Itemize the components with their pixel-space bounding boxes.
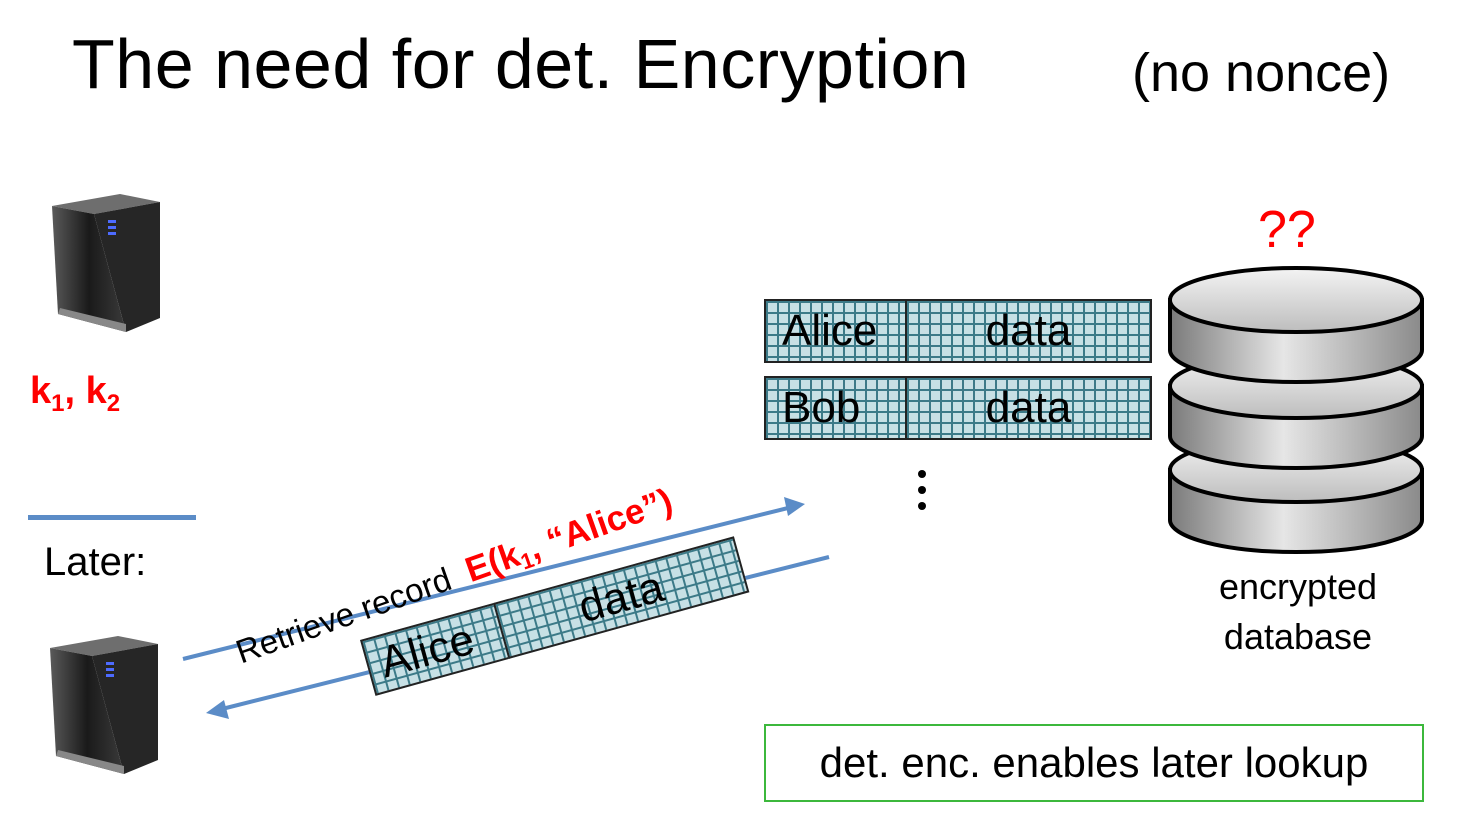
arrow-right-icon bbox=[182, 505, 793, 661]
record-data-cell: data bbox=[905, 299, 1152, 363]
record-name-cell: Bob bbox=[764, 376, 907, 440]
record-name-cell: Alice bbox=[764, 299, 907, 363]
later-label: Later: bbox=[44, 540, 147, 584]
database-label-line2: database bbox=[1223, 616, 1373, 657]
table-row: Alice data bbox=[764, 299, 1152, 363]
table-row: Bob data bbox=[764, 376, 1152, 440]
database-label-line1: encrypted bbox=[1218, 566, 1378, 607]
server-icon bbox=[50, 636, 158, 774]
record-data-cell: data bbox=[905, 376, 1152, 440]
key-labels: k1, k2 bbox=[30, 370, 121, 417]
database-label: encrypted database bbox=[1188, 562, 1408, 662]
slide-title: The need for det. Encryption bbox=[72, 25, 970, 103]
title-note: (no nonce) bbox=[1132, 43, 1391, 103]
ellipsis-icon bbox=[912, 470, 932, 518]
callout-box: det. enc. enables later lookup bbox=[764, 724, 1424, 802]
database-question: ?? bbox=[1258, 201, 1316, 259]
database-icon bbox=[1168, 266, 1424, 554]
server-icon bbox=[52, 194, 160, 332]
divider bbox=[28, 515, 196, 520]
